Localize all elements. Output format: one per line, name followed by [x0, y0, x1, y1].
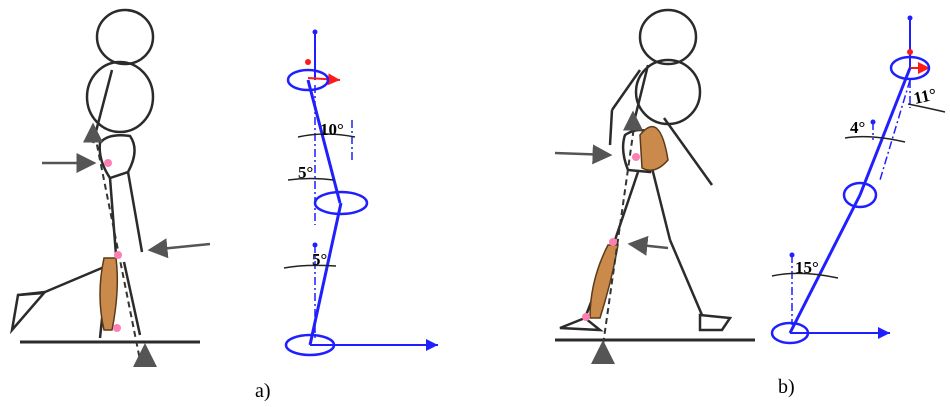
- knee-joint-marker: [114, 251, 122, 259]
- hip-force-arrow-b: [554, 144, 613, 165]
- chest-shape: [85, 60, 155, 134]
- angle-label-a-2: 5°: [298, 163, 313, 182]
- ankle-joint-marker-b: [582, 313, 590, 321]
- ankle-joint-marker: [113, 324, 121, 332]
- panel-b-line-diagram: 11° 4° 15°: [770, 15, 946, 345]
- hip-circle-b: [889, 55, 931, 81]
- pelvis-shape: [98, 134, 136, 180]
- knee-circle-b: [842, 181, 878, 209]
- panel-a-line-diagram: 10° 5° 5°: [283, 29, 438, 357]
- hip-circle: [286, 68, 330, 92]
- angle-label-a-3: 5°: [312, 250, 327, 269]
- calf-muscle-shape-b: [589, 244, 619, 319]
- hip-joint-marker: [104, 159, 112, 167]
- thigh-muscle-shape-b: [639, 125, 669, 171]
- hip-joint-marker-b: [632, 153, 640, 161]
- angle-label-b-1: 11°: [912, 85, 938, 108]
- knee-joint-marker-b: [609, 238, 617, 246]
- panel-b-label: b): [778, 376, 795, 398]
- knee-force-arrow: [147, 238, 211, 259]
- knee-force-arrow-b: [627, 235, 669, 256]
- calf-muscle-shape: [99, 257, 119, 331]
- panel-a-label: a): [255, 380, 271, 402]
- angle-label-b-2: 4°: [850, 118, 865, 137]
- panel-b-load-line: [602, 119, 636, 346]
- head-shape: [95, 8, 155, 66]
- angle-label-a-1: 10°: [320, 120, 344, 139]
- angle-label-b-3: 15°: [795, 258, 819, 277]
- pelvis-shape-b: [621, 128, 657, 174]
- head-shape-b: [638, 8, 698, 66]
- panel-b-skeleton-sketch: [555, 8, 755, 342]
